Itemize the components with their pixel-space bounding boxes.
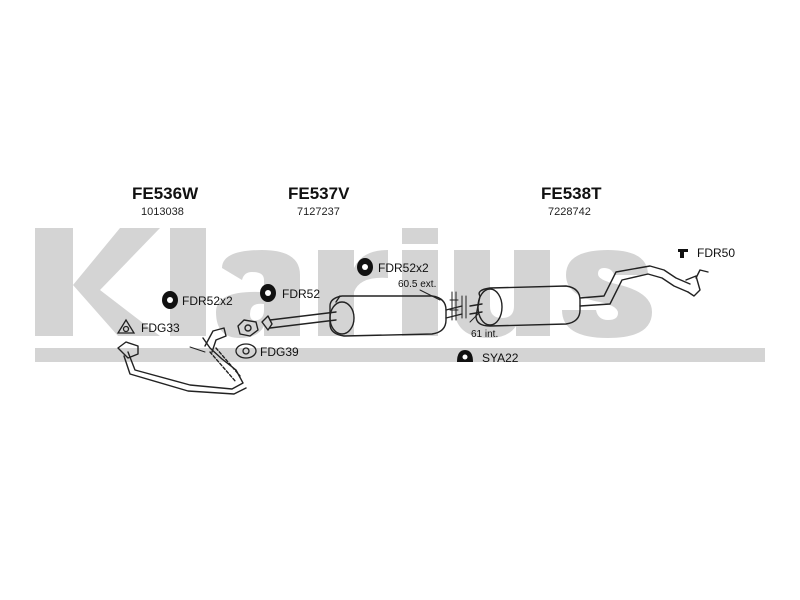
callout-fdr50: FDR50	[697, 246, 736, 260]
intermediate-pipe[interactable]	[261, 295, 463, 337]
rear-silencer-pipe[interactable]	[469, 265, 709, 327]
section-number-1013038: 1013038	[141, 206, 184, 218]
fdg39-icon	[235, 343, 257, 359]
section-code-fe537v: FE537V	[288, 184, 350, 203]
section-code-fe538t: FE538T	[541, 184, 602, 203]
fdr52x2-left-icon	[162, 291, 178, 309]
joint-markers	[449, 291, 467, 321]
section-number-7228742: 7228742	[548, 206, 591, 218]
callout-fdr52x2-left: FDR52x2	[182, 294, 233, 308]
section-code-fe536w: FE536W	[132, 184, 199, 203]
fdr50-icon	[678, 249, 688, 258]
fdr52x2-mid-icon	[357, 258, 373, 276]
fdr52-icon	[260, 284, 276, 302]
front-pipe[interactable]	[117, 327, 247, 395]
callout-fdr52: FDR52	[282, 287, 321, 301]
fdg39-flange[interactable]	[237, 319, 259, 337]
callout-sya22: SYA22	[482, 351, 519, 365]
sya22-icon	[457, 350, 473, 362]
dimension-ext: 60.5 ext.	[398, 279, 437, 290]
callout-fdr52x2-mid: FDR52x2	[378, 261, 429, 275]
callout-fdg39: FDG39	[260, 345, 299, 359]
dimension-int: 61 int.	[471, 329, 499, 340]
fdg33-icon	[116, 318, 136, 334]
section-number-7127237: 7127237	[297, 206, 340, 218]
callout-fdg33: FDG33	[141, 321, 180, 335]
